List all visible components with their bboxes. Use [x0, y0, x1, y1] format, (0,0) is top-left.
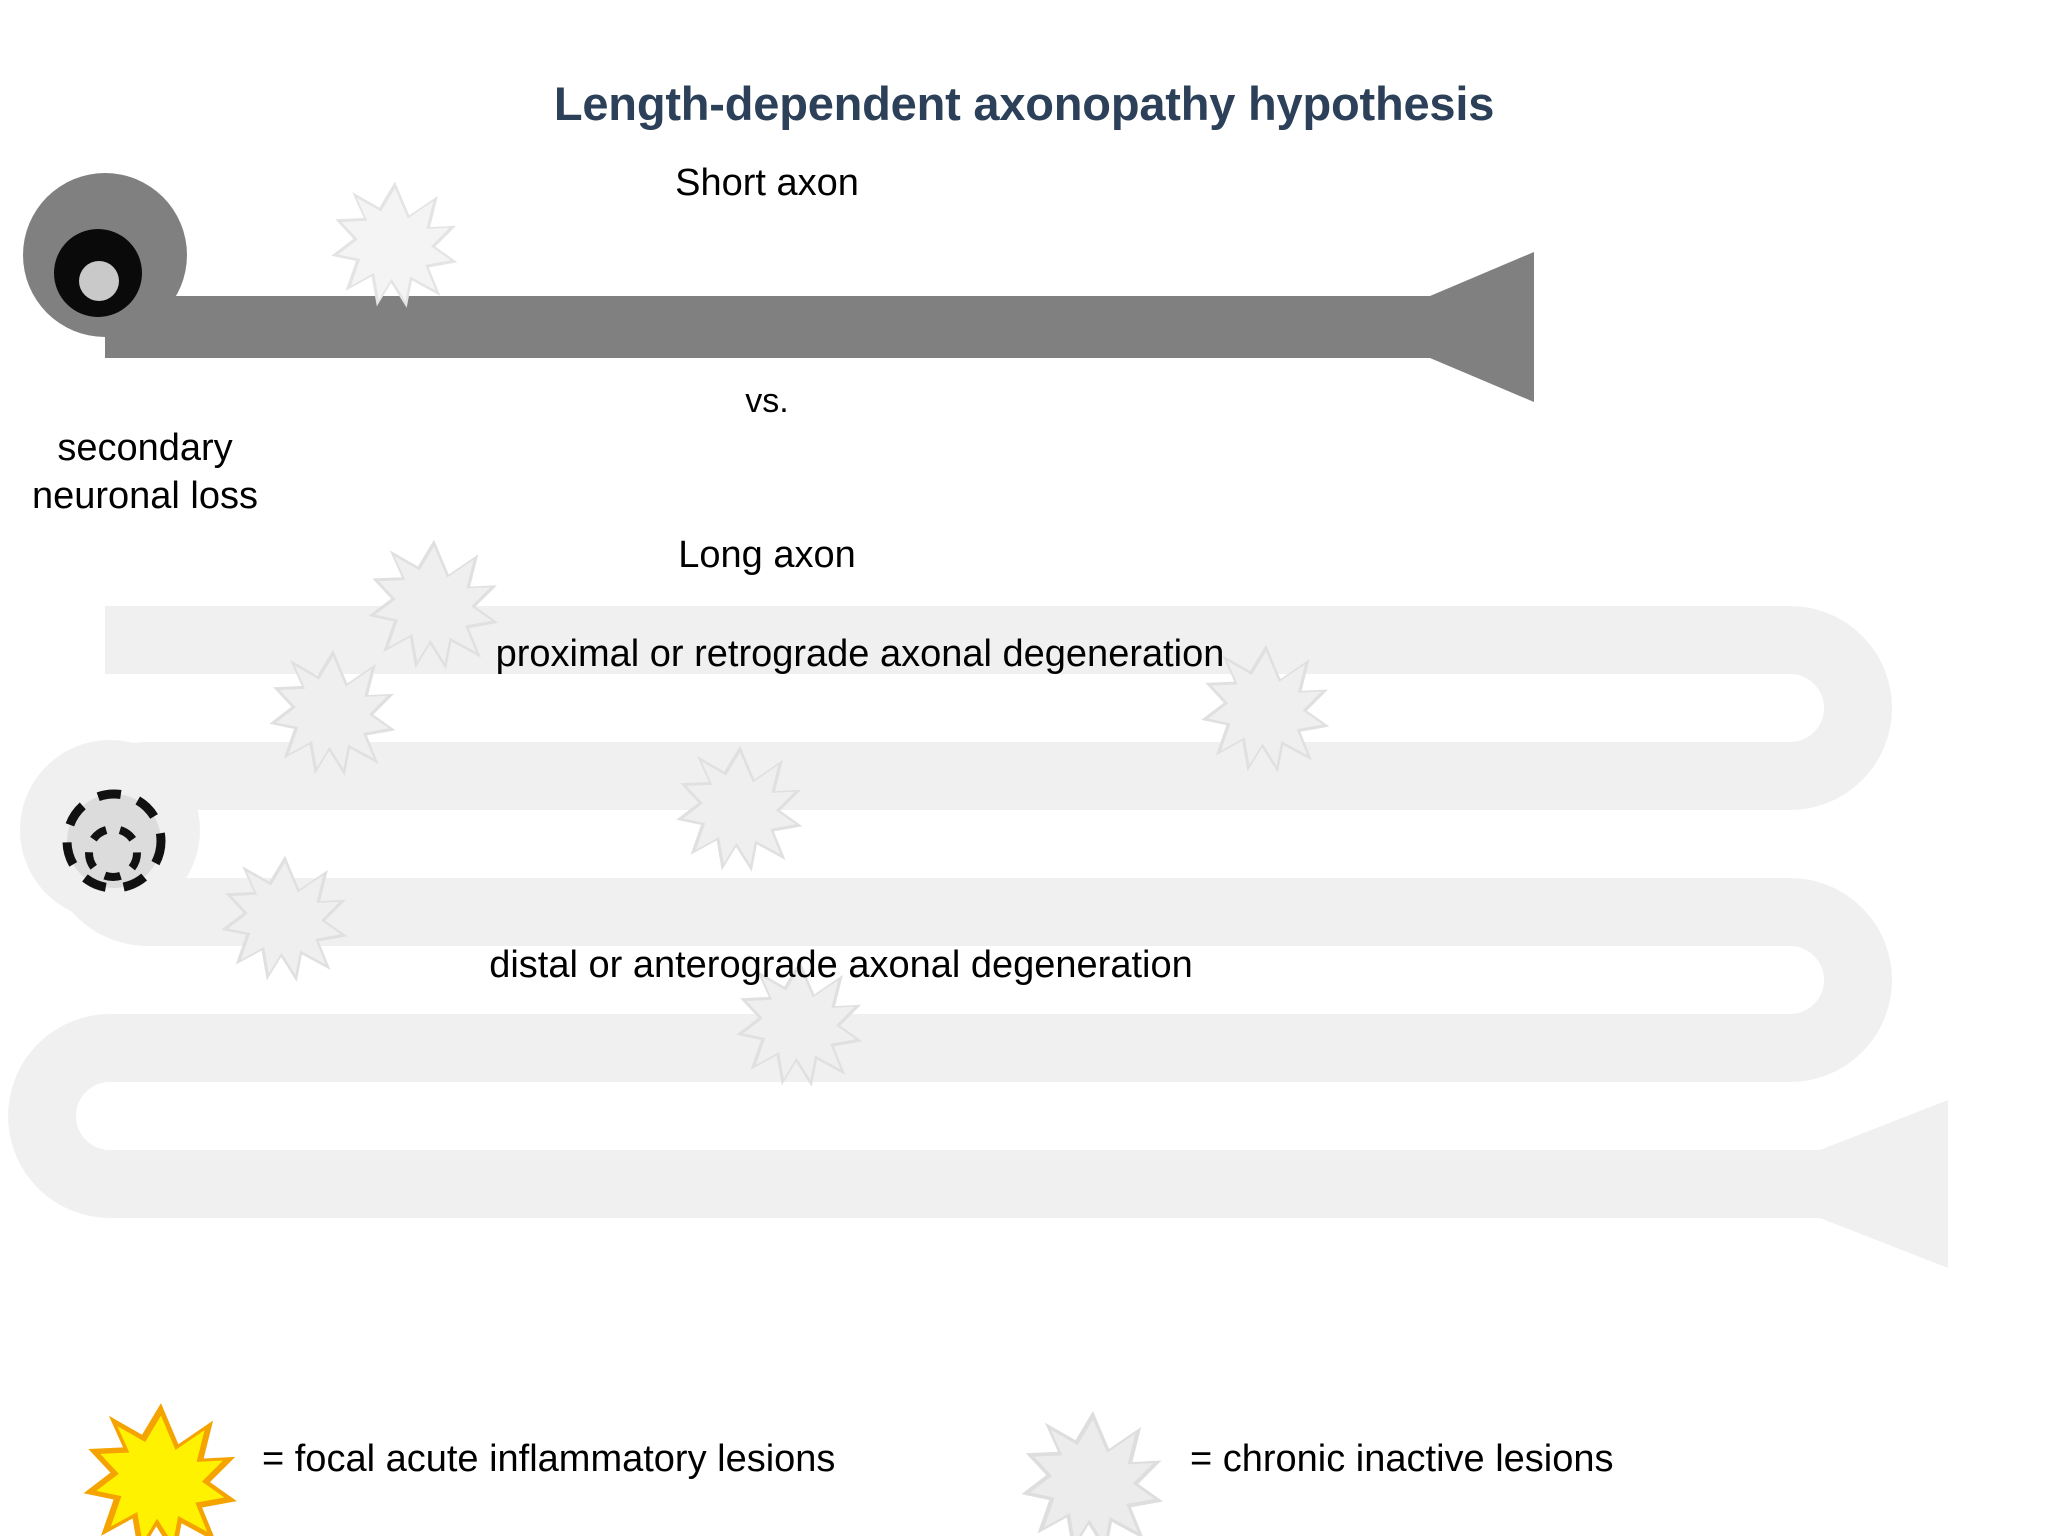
- legend-chronic-marker: [1021, 1410, 1164, 1536]
- long-axon-nucleus-dashed-outline: [62, 789, 166, 893]
- label-long-axon: Long axon: [678, 534, 856, 576]
- short-axon-neuron: [23, 173, 1534, 402]
- legend-acute-label: = focal acute inflammatory lesions: [262, 1438, 836, 1480]
- long-axon-neuron: [8, 539, 1948, 1268]
- short-axon-terminal: [1430, 252, 1534, 402]
- label-secondary-neuronal-loss: secondary neuronal loss: [31, 427, 259, 517]
- label-distal-degeneration: distal or anterograde axonal degeneratio…: [489, 944, 1193, 986]
- short-axon-shaft: [105, 296, 1455, 358]
- long-axon-nucleolus-dashed-outline: [85, 825, 141, 881]
- legend-acute-marker: [83, 1403, 237, 1536]
- long-axon-shaft: [8, 606, 1892, 1218]
- label-versus: vs.: [745, 382, 789, 420]
- label-proximal-degeneration: proximal or retrograde axonal degenerati…: [495, 633, 1225, 675]
- short-axon-nucleolus: [79, 261, 119, 301]
- legend-chronic-label: = chronic inactive lesions: [1190, 1438, 1614, 1480]
- long-axon-terminal: [1820, 1100, 1948, 1268]
- page-title: Length-dependent axonopathy hypothesis: [553, 77, 1495, 130]
- label-short-axon: Short axon: [675, 162, 859, 204]
